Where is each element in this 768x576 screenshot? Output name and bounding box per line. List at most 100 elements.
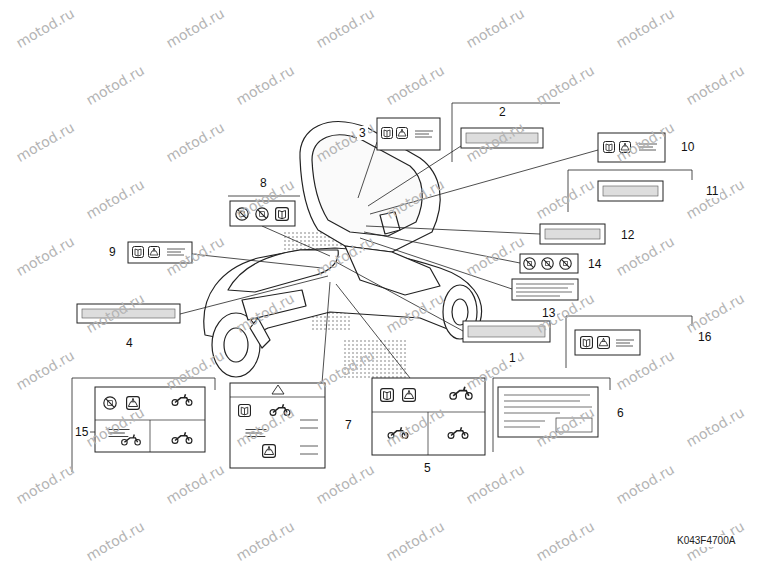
decal-16 — [616, 340, 634, 346]
decal-5 — [372, 378, 485, 455]
watermark: motod.ru — [683, 290, 747, 336]
watermark: motod.ru — [683, 62, 747, 108]
decal-5 — [448, 427, 468, 438]
decal-7 — [239, 405, 251, 417]
scooter-outline — [204, 122, 482, 377]
decal-9 — [149, 247, 160, 258]
decal-7 — [230, 383, 325, 468]
decal-7 — [230, 397, 325, 398]
decal-5 — [381, 389, 394, 402]
watermark: motod.ru — [83, 518, 147, 564]
drawing-code: K043F4700A — [675, 535, 737, 547]
watermark: motod.ru — [613, 461, 677, 507]
callout-number: 6 — [615, 406, 626, 420]
watermark: motod.ru — [533, 62, 597, 108]
decal-12 — [545, 229, 600, 239]
watermark: motod.ru — [83, 62, 147, 108]
decal-7 — [272, 385, 284, 394]
decal-6 — [493, 378, 610, 452]
watermark: motod.ru — [83, 290, 147, 336]
watermark: motod.ru — [83, 404, 147, 450]
watermark: motod.ru — [233, 290, 297, 336]
decal-13 — [512, 279, 578, 300]
watermark: motod.ru — [233, 518, 297, 564]
callout-number: 14 — [586, 257, 603, 271]
watermark: motod.ru — [533, 518, 597, 564]
decal-14 — [520, 254, 578, 273]
decal-5 — [372, 378, 485, 455]
watermark: motod.ru — [233, 62, 297, 108]
decal-13 — [512, 279, 578, 300]
watermark: motod.ru — [13, 5, 77, 51]
decal-10 — [604, 142, 615, 153]
decal-12 — [540, 224, 605, 244]
decal-15 — [172, 394, 192, 405]
watermark: motod.ru — [383, 176, 447, 222]
decal-16 — [575, 330, 640, 355]
decal-15 — [72, 378, 215, 472]
decal-7 — [230, 383, 325, 468]
watermark: motod.ru — [463, 5, 527, 51]
decal-3 — [377, 118, 440, 150]
decal-11 — [603, 186, 658, 196]
watermark: motod.ru — [533, 176, 597, 222]
watermark: motod.ru — [533, 404, 597, 450]
decal-15 — [172, 432, 192, 443]
watermark: motod.ru — [313, 347, 377, 393]
callout-number: 10 — [679, 140, 696, 154]
watermark: motod.ru — [163, 119, 227, 165]
decal-14 — [542, 258, 553, 269]
decal-14 — [524, 258, 535, 269]
decal-16 — [581, 337, 593, 349]
decal-14 — [560, 258, 571, 269]
watermark: motod.ru — [613, 5, 677, 51]
watermark: motod.ru — [83, 176, 147, 222]
callout-number: 1 — [507, 351, 518, 365]
leader-line — [322, 282, 330, 383]
watermark: motod.ru — [383, 518, 447, 564]
watermark: motod.ru — [383, 290, 447, 336]
decal-15 — [104, 397, 116, 409]
callout-number: 9 — [107, 245, 118, 259]
watermark: motod.ru — [463, 461, 527, 507]
decal-9 — [133, 247, 144, 258]
watermark: motod.ru — [313, 461, 377, 507]
callout-number: 2 — [497, 105, 508, 119]
leader-line — [262, 226, 330, 256]
callout-number: 4 — [124, 336, 135, 350]
watermark: motod.ru — [383, 404, 447, 450]
decal-8 — [276, 208, 289, 221]
decal-12 — [540, 224, 605, 244]
leader-line — [366, 226, 540, 234]
callout-number: 7 — [343, 418, 354, 432]
watermark: motod.ru — [13, 461, 77, 507]
decal-6 — [493, 378, 610, 452]
watermark: motod.ru — [163, 347, 227, 393]
leader-line — [180, 276, 328, 314]
watermark: motod.ru — [313, 5, 377, 51]
decal-1 — [468, 326, 545, 337]
watermark: motod.ru — [13, 119, 77, 165]
decal-15 — [122, 435, 141, 445]
watermark: motod.ru — [313, 233, 377, 279]
decal-3 — [397, 128, 408, 139]
watermark: motod.ru — [233, 404, 297, 450]
callout-number: 13 — [540, 306, 557, 320]
callout-number: 11 — [704, 184, 720, 198]
callout-number: 16 — [696, 330, 713, 344]
decal-3 — [415, 131, 433, 137]
decal-5 — [403, 389, 416, 402]
watermark: motod.ru — [13, 233, 77, 279]
watermark: motod.ru — [613, 119, 677, 165]
watermark: motod.ru — [383, 62, 447, 108]
decal-3 — [382, 128, 393, 139]
callout-number: 3 — [357, 126, 368, 140]
callout-number: 12 — [619, 228, 636, 242]
callout-number: 8 — [258, 176, 269, 190]
watermark: motod.ru — [613, 347, 677, 393]
decal-14 — [520, 254, 578, 273]
watermark: motod.ru — [13, 347, 77, 393]
watermark: motod.ru — [463, 233, 527, 279]
decal-7 — [300, 420, 318, 454]
